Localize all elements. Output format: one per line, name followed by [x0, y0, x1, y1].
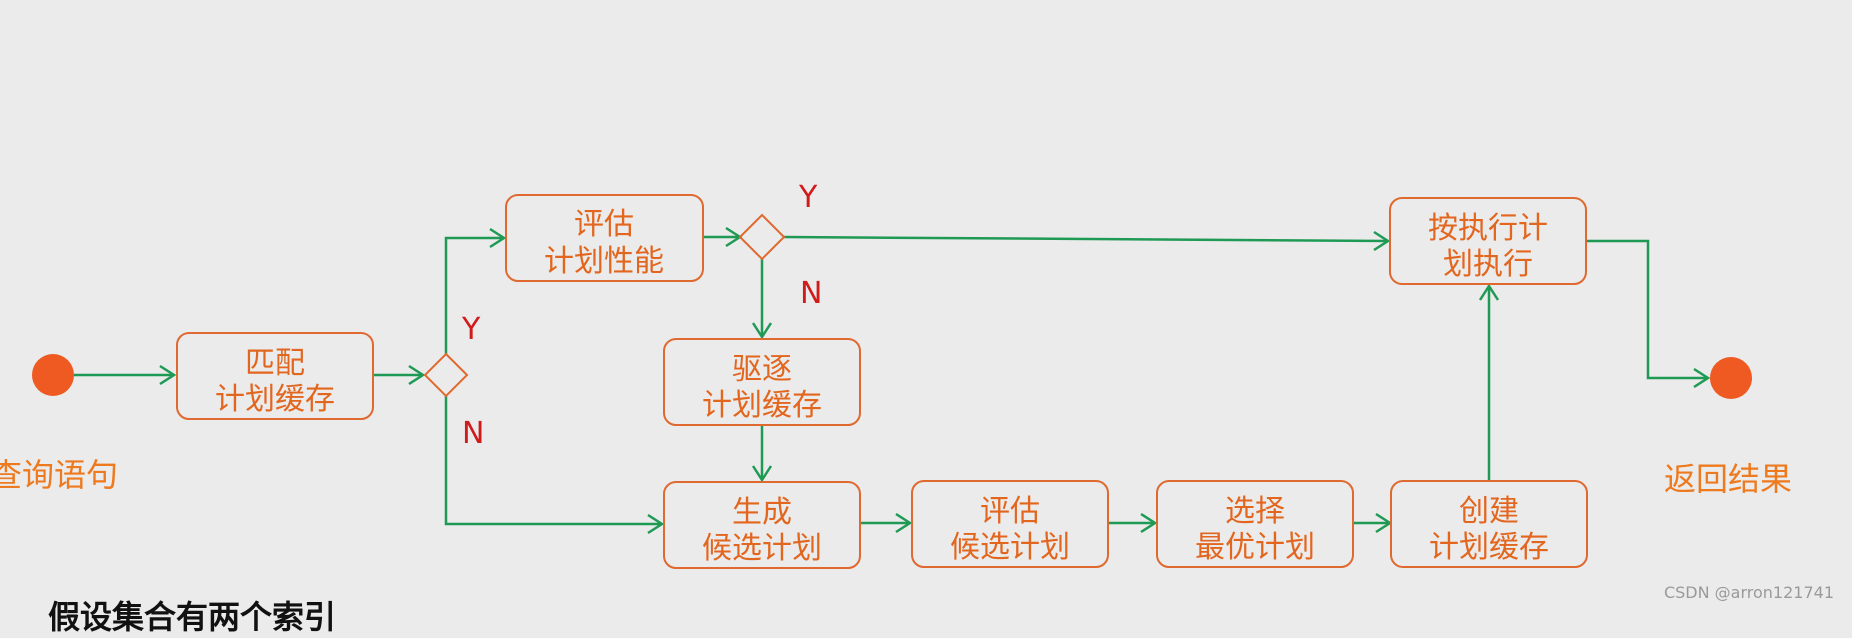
node-execute: 按执行计 划执行 [1389, 197, 1587, 285]
watermark: CSDN @arron121741 [1663, 583, 1834, 602]
node-create-cache-line2: 计划缓存 [1429, 530, 1549, 565]
edge-decision1-no [444, 396, 662, 526]
node-execute-line2: 划执行 [1443, 247, 1533, 282]
node-generate: 生成 候选计划 [663, 481, 861, 569]
node-evaluate-candidates-line1: 评估 [980, 494, 1040, 529]
decision-2-diamond [738, 213, 786, 261]
node-generate-line2: 候选计划 [702, 531, 822, 566]
node-create-cache-line1: 创建 [1459, 494, 1519, 529]
node-evict-line1: 驱逐 [732, 352, 792, 387]
node-match-line1: 匹配 [245, 346, 305, 381]
bottom-caption: 假设集合有两个索引 [48, 598, 337, 636]
node-match: 匹配 计划缓存 [176, 332, 374, 420]
start-node [32, 354, 74, 396]
node-create-cache: 创建 计划缓存 [1390, 480, 1588, 568]
node-select-best-line2: 最优计划 [1195, 530, 1315, 565]
edge-decision2-yes [783, 235, 1389, 243]
node-evaluate-candidates: 评估 候选计划 [911, 480, 1109, 568]
flowchart: 查询语句 返回结果 [0, 180, 1792, 569]
edges [74, 226, 1711, 535]
edge-execute-end [1586, 239, 1708, 380]
end-node [1710, 357, 1752, 399]
node-select-best-line1: 选择 [1225, 494, 1285, 529]
node-execute-line1: 按执行计 [1428, 211, 1548, 246]
edge-decision1-yes [444, 236, 504, 354]
start-label: 查询语句 [0, 456, 118, 494]
decision-1-diamond [423, 352, 469, 398]
node-select-best: 选择 最优计划 [1156, 480, 1354, 568]
node-evaluate-performance: 评估 计划性能 [505, 194, 704, 282]
decision-2-no-label: N [800, 276, 822, 311]
decision-2-yes-label: Y [798, 180, 818, 215]
decision-1-yes-label: Y [461, 312, 481, 347]
node-match-line2: 计划缓存 [215, 382, 335, 417]
node-evict-line2: 计划缓存 [702, 388, 822, 423]
end-label: 返回结果 [1664, 460, 1792, 498]
node-evict: 驱逐 计划缓存 [663, 338, 861, 426]
node-generate-line1: 生成 [732, 495, 792, 530]
node-evaluate-performance-line2: 计划性能 [544, 244, 664, 279]
node-evaluate-performance-line1: 评估 [574, 207, 634, 242]
decision-1-no-label: N [462, 416, 484, 451]
node-evaluate-candidates-line2: 候选计划 [950, 530, 1070, 565]
